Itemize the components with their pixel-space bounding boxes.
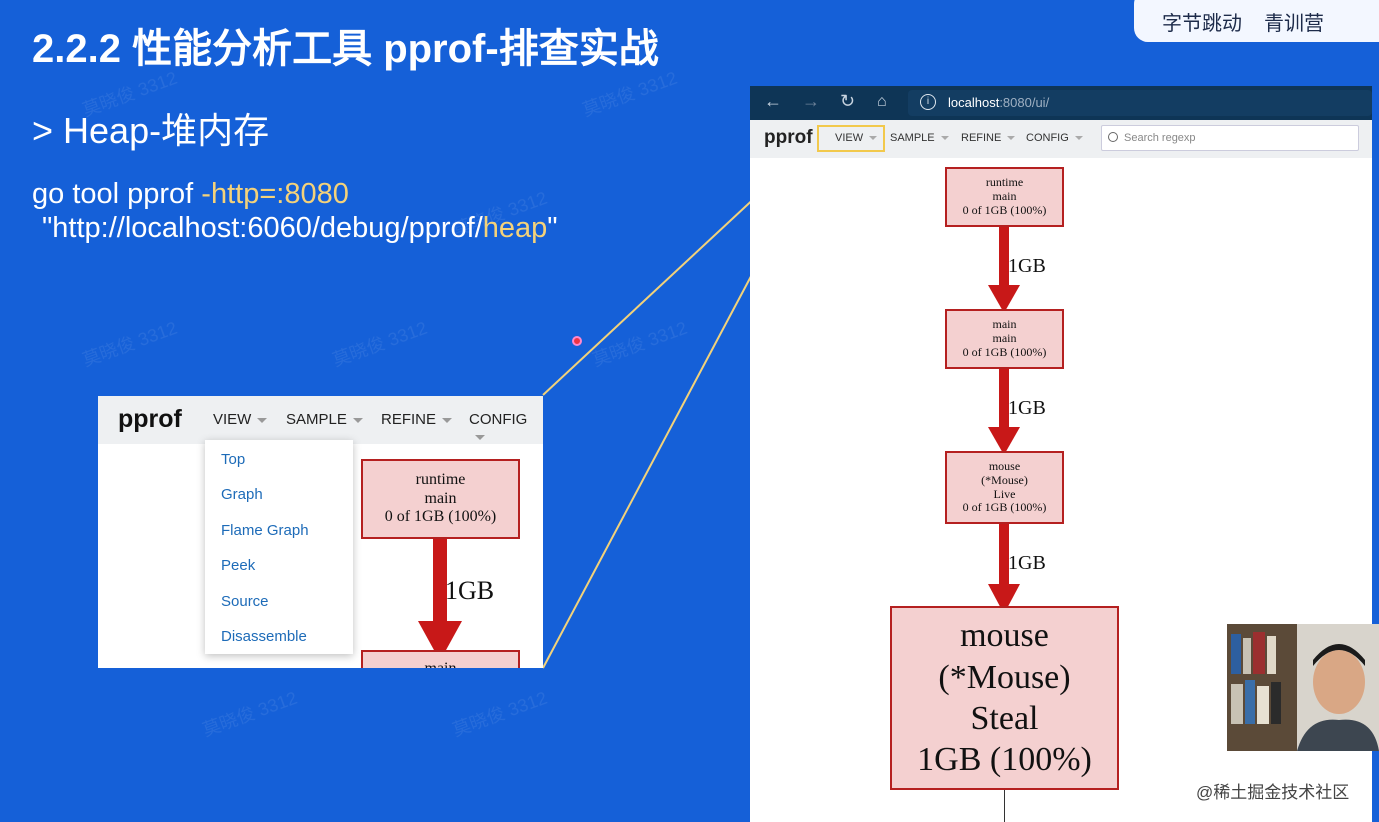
edge-3-label: 1GB	[1008, 552, 1046, 574]
crop-toolbar: pprof VIEW SAMPLE REFINE CONFIG	[98, 396, 543, 444]
edge-2-arrow	[988, 427, 1020, 455]
chevron-down-icon	[352, 417, 363, 423]
edge-1	[999, 227, 1009, 287]
command-url: "http://localhost:6060/debug/pprof/heap"	[42, 212, 558, 245]
browser-toolbar: ← → ↻ ⌂ i localhost:8080/ui/	[750, 86, 1372, 120]
forward-icon[interactable]: →	[802, 91, 820, 111]
command-line: go tool pprof -http=:8080	[32, 178, 349, 211]
presenter-webcam	[1227, 624, 1379, 751]
url-close: "	[547, 212, 558, 244]
view-highlight	[817, 125, 885, 152]
laser-pointer	[572, 336, 582, 346]
menu-item-disassemble[interactable]: Disassemble	[221, 628, 307, 645]
address-text: localhost:8080/ui/	[948, 95, 1050, 110]
pprof-toolbar: pprof VIEW SAMPLE REFINE CONFIG Search r…	[750, 120, 1372, 158]
crop-node-runtime-main[interactable]: runtime main 0 of 1GB (100%)	[361, 459, 520, 539]
footer-watermark: @稀土掘金技术社区	[1196, 783, 1350, 802]
edge-2-label: 1GB	[1008, 397, 1046, 419]
pprof-logo: pprof	[764, 127, 813, 148]
menu-item-top[interactable]: Top	[221, 451, 246, 468]
search-input[interactable]: Search regexp	[1101, 125, 1359, 151]
menu-item-flame-graph[interactable]: Flame Graph	[221, 522, 309, 539]
presenter-image	[1227, 624, 1379, 751]
chevron-down-icon	[475, 434, 485, 440]
slide-subtitle: > Heap-堆内存	[32, 110, 270, 151]
chevron-down-icon	[940, 136, 949, 141]
crop-menu-sample[interactable]: SAMPLE	[286, 411, 363, 428]
brand-right: 青训营	[1264, 12, 1324, 35]
url-heap: heap	[482, 212, 548, 244]
menu-view[interactable]: VIEW	[835, 132, 878, 144]
brand-left: 字节跳动	[1162, 12, 1242, 35]
menu-refine[interactable]: REFINE	[961, 132, 1016, 144]
address-bar[interactable]: i localhost:8080/ui/	[908, 90, 1372, 116]
edge-2	[999, 369, 1009, 429]
crop-menu-view[interactable]: VIEW	[213, 411, 268, 428]
browser-window: ← → ↻ ⌂ i localhost:8080/ui/ pprof VIEW …	[750, 86, 1372, 822]
menu-sample[interactable]: SAMPLE	[890, 132, 949, 144]
slide-title: 2.2.2 性能分析工具 pprof-排查实战	[32, 27, 659, 71]
edge-3	[999, 524, 1009, 586]
back-icon[interactable]: ←	[764, 91, 782, 111]
edge-1-label: 1GB	[1008, 255, 1046, 277]
chevron-down-icon	[257, 417, 268, 423]
info-icon[interactable]: i	[920, 94, 936, 110]
chevron-down-icon	[442, 417, 453, 423]
crop-logo: pprof	[118, 405, 182, 433]
menu-item-peek[interactable]: Peek	[221, 557, 256, 574]
command-flag: -http=:8080	[201, 178, 349, 210]
crop-node-main[interactable]: main	[361, 650, 520, 668]
search-icon	[1108, 132, 1118, 142]
command-prefix: go tool pprof	[32, 178, 202, 210]
url-open: "http://localhost:6060/debug/pprof/	[42, 212, 483, 244]
brand-bar: 字节跳动 青训营	[1134, 0, 1379, 42]
menu-item-graph[interactable]: Graph	[221, 486, 263, 503]
crop-edge-label: 1GB	[445, 576, 495, 605]
pprof-crop: pprof VIEW SAMPLE REFINE CONFIG runtime …	[98, 396, 543, 668]
crop-menu-config[interactable]: CONFIG	[469, 411, 543, 445]
menu-item-source[interactable]: Source	[221, 593, 269, 610]
chevron-down-icon	[869, 136, 878, 141]
home-icon[interactable]: ⌂	[877, 93, 887, 110]
edge-1-arrow	[988, 285, 1020, 313]
reload-icon[interactable]: ↻	[840, 91, 856, 111]
chevron-down-icon	[1074, 136, 1083, 141]
crop-menu-refine[interactable]: REFINE	[381, 411, 453, 428]
edge-out	[1004, 790, 1005, 822]
view-dropdown: Top Graph Flame Graph Peek Source Disass…	[205, 440, 353, 654]
menu-config[interactable]: CONFIG	[1026, 132, 1083, 144]
crop-edge	[433, 539, 447, 623]
chevron-down-icon	[1007, 136, 1016, 141]
